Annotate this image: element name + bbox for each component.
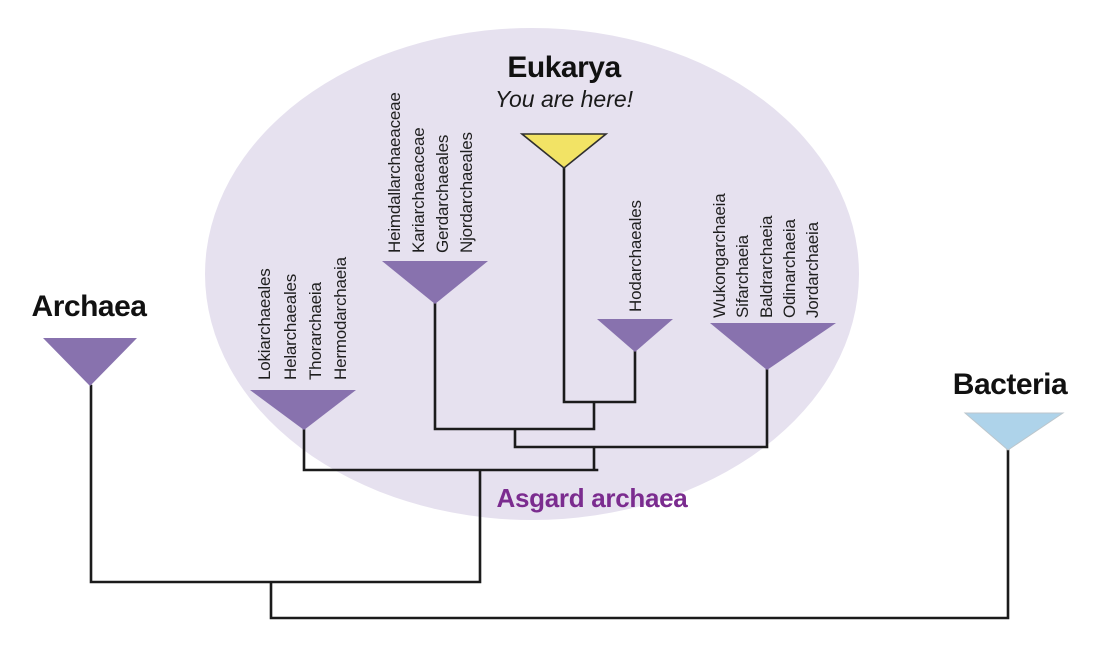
archaea-triangle	[43, 338, 137, 386]
label-gerdarchaeales: Gerdarchaeales	[433, 135, 452, 253]
eukarya-triangle	[519, 133, 609, 170]
label-sifarchaeia: Sifarchaeia	[733, 234, 752, 318]
eukarya-heading: Eukarya	[507, 51, 621, 84]
tree-branches	[89, 166, 1010, 620]
label-njordarchaeales: Njordarchaeales	[457, 132, 476, 253]
bacteria-triangle	[963, 412, 1065, 451]
asgard-archaea-label: Asgard archaea	[496, 483, 688, 513]
wukong-clade-labels: Wukongarchaeia Sifarchaeia Baldrarchaeia…	[710, 193, 822, 318]
label-jordarchaeia: Jordarchaeia	[803, 221, 822, 318]
label-hodarchaeales: Hodarchaeales	[626, 200, 645, 312]
label-wukongarchaeia: Wukongarchaeia	[710, 193, 729, 318]
heimdall-clade-labels: Heimdallarchaeaceae Kariarchaeaceae Gerd…	[385, 92, 476, 253]
loki-clade-triangle	[250, 390, 356, 430]
label-odinarchaeia: Odinarchaeia	[780, 219, 799, 318]
label-heimdallarchaeaceae: Heimdallarchaeaceae	[385, 92, 404, 253]
label-baldrarchaeia: Baldrarchaeia	[757, 215, 776, 318]
label-helarchaeales: Helarchaeales	[281, 274, 300, 380]
heimdall-clade-triangle	[382, 261, 488, 304]
eukarya-subtitle: You are here!	[494, 86, 634, 112]
hodarchaeales-triangle	[597, 319, 673, 352]
label-lokiarchaeales: Lokiarchaeales	[255, 268, 274, 380]
branch-lines-path	[89, 166, 1010, 620]
label-hermodarchaeia: Hermodarchaeia	[331, 256, 350, 380]
asgard-archaea-ellipse	[205, 28, 859, 520]
label-kariarchaeaceae: Kariarchaeaceae	[409, 127, 428, 253]
wukong-clade-triangle	[710, 323, 836, 370]
loki-clade-labels: Lokiarchaeales Helarchaeales Thorarchaei…	[255, 256, 350, 380]
bacteria-heading: Bacteria	[952, 368, 1068, 401]
hod-clade-labels: Hodarchaeales	[626, 200, 645, 312]
label-thorarchaeia: Thorarchaeia	[306, 281, 325, 380]
archaea-heading: Archaea	[31, 290, 147, 323]
